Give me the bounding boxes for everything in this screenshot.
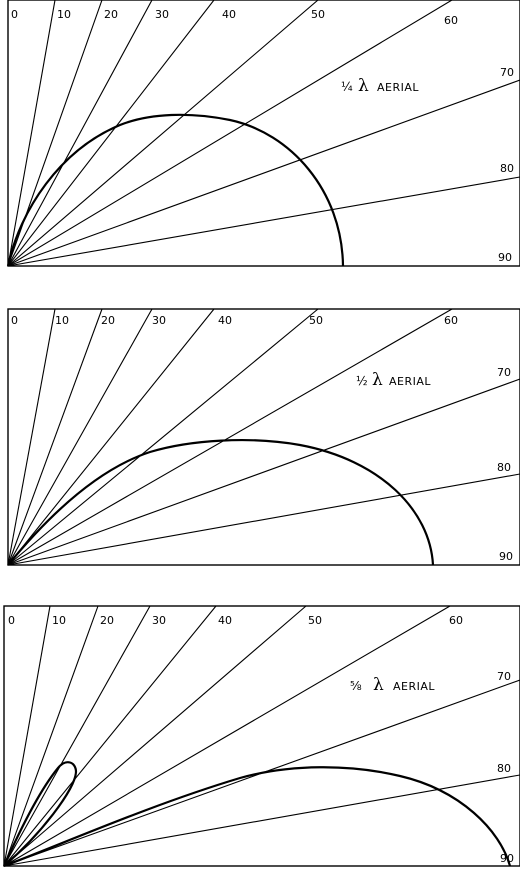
angle-label-60: 60 xyxy=(449,614,463,627)
angle-label-40: 40 xyxy=(218,314,232,327)
angle-label-90: 90 xyxy=(500,852,514,865)
ray-10 xyxy=(7,308,56,566)
angle-label-90: 90 xyxy=(498,251,512,264)
angle-rays xyxy=(7,308,520,566)
angle-label-20: 20 xyxy=(100,614,114,627)
radiation-lobe xyxy=(6,113,345,267)
ray-40 xyxy=(3,605,217,867)
angle-label-20: 20 xyxy=(101,314,115,327)
main-lobe xyxy=(3,766,512,868)
ray-40 xyxy=(7,0,215,267)
ray-50 xyxy=(7,308,319,566)
angle-label-50: 50 xyxy=(311,8,325,21)
ray-70 xyxy=(7,79,520,267)
angle-label-10: 10 xyxy=(57,8,71,21)
angle-label-40: 40 xyxy=(222,8,236,21)
aerial-label: AERIAL xyxy=(393,680,435,693)
minor-lobe xyxy=(2,761,78,867)
angle-label-80: 80 xyxy=(497,461,511,474)
ray-60 xyxy=(7,0,453,267)
ray-80 xyxy=(7,473,520,566)
aerial-label: AERIAL xyxy=(389,375,431,388)
angle-label-0: 0 xyxy=(11,8,18,21)
ray-60 xyxy=(3,605,451,867)
ray-30 xyxy=(7,308,153,566)
panel-five-eighth-wave: 0 10 20 30 40 50 60 70 80 90 ⅝ λ AERIAL xyxy=(2,605,520,868)
aerial-label: AERIAL xyxy=(377,81,419,94)
angle-label-10: 10 xyxy=(55,314,69,327)
angle-labels: 0 10 20 30 40 50 60 70 80 90 xyxy=(11,8,514,264)
ray-20 xyxy=(3,605,99,867)
angle-label-50: 50 xyxy=(309,314,323,327)
aerial-title: ¼ λ AERIAL xyxy=(341,76,419,96)
lambda-symbol: λ xyxy=(358,76,369,96)
angle-label-20: 20 xyxy=(104,8,118,21)
ray-60 xyxy=(7,308,453,566)
panel-frame xyxy=(3,605,520,867)
aerial-title: ⅝ λ AERIAL xyxy=(350,675,435,695)
angle-label-0: 0 xyxy=(11,314,18,327)
aerial-fraction: ¼ xyxy=(341,80,353,94)
ray-30 xyxy=(3,605,151,867)
angle-label-30: 30 xyxy=(152,314,166,327)
ray-20 xyxy=(7,308,103,566)
lambda-symbol: λ xyxy=(373,675,384,695)
angle-label-60: 60 xyxy=(444,314,458,327)
aerial-fraction: ⅝ xyxy=(350,679,362,693)
angle-labels: 0 10 20 30 40 50 60 70 80 90 xyxy=(8,614,514,865)
angle-label-90: 90 xyxy=(499,550,513,563)
ray-50 xyxy=(3,605,307,867)
angle-label-70: 70 xyxy=(497,670,511,683)
ray-10 xyxy=(3,605,51,867)
angle-label-70: 70 xyxy=(497,366,511,379)
panel-frame xyxy=(7,0,520,267)
aerial-fraction: ½ xyxy=(356,374,368,388)
angle-label-60: 60 xyxy=(444,14,458,27)
angle-label-80: 80 xyxy=(497,762,511,775)
ray-10 xyxy=(7,0,56,267)
panel-half-wave: 0 10 20 30 40 50 60 70 80 90 ½ λ AERIAL xyxy=(7,308,520,566)
angle-rays xyxy=(7,0,520,267)
radiation-lobe xyxy=(7,439,435,566)
ray-80 xyxy=(7,176,520,267)
ray-70 xyxy=(7,378,520,566)
angle-label-0: 0 xyxy=(8,614,15,627)
ray-50 xyxy=(7,0,319,267)
lambda-symbol: λ xyxy=(372,370,383,390)
angle-labels: 0 10 20 30 40 50 60 70 80 90 xyxy=(11,314,513,563)
angle-label-50: 50 xyxy=(308,614,322,627)
angle-label-10: 10 xyxy=(52,614,66,627)
angle-label-70: 70 xyxy=(500,66,514,79)
angle-label-40: 40 xyxy=(218,614,232,627)
panel-quarter-wave: 0 10 20 30 40 50 60 70 80 90 ¼ λ AERIAL xyxy=(6,0,520,267)
angle-label-30: 30 xyxy=(152,614,166,627)
aerial-title: ½ λ AERIAL xyxy=(356,370,431,390)
angle-label-80: 80 xyxy=(500,162,514,175)
angle-label-30: 30 xyxy=(155,8,169,21)
ray-80 xyxy=(3,774,520,867)
ray-30 xyxy=(7,0,153,267)
angle-rays xyxy=(3,605,520,867)
ray-40 xyxy=(7,308,215,566)
panel-frame xyxy=(7,308,520,566)
